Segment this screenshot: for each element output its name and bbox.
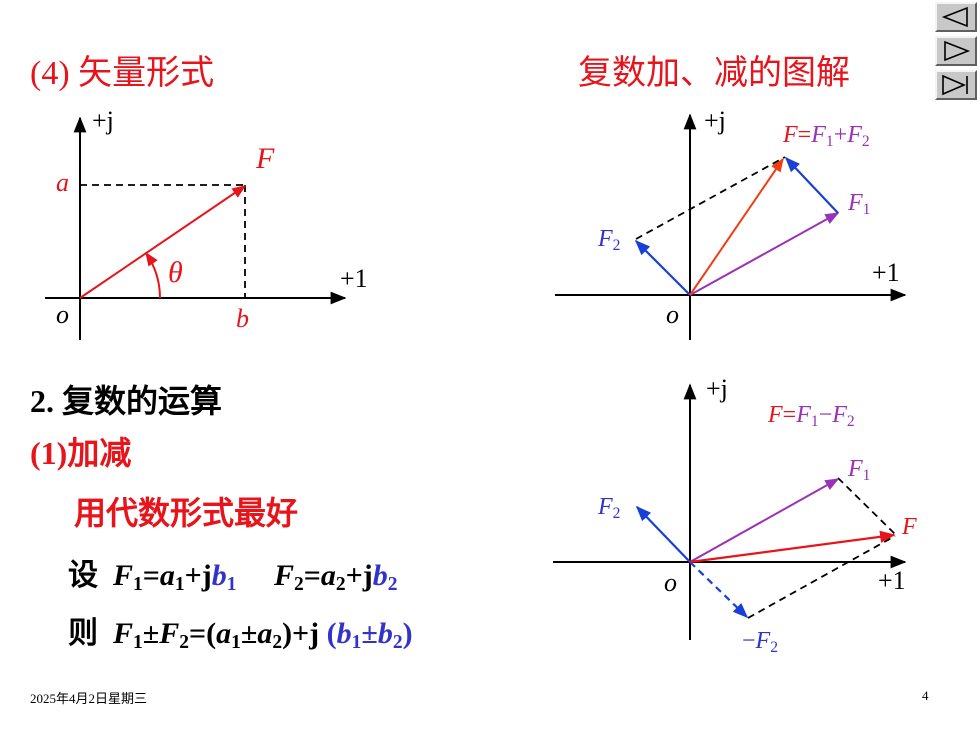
add-sum-F-arrow: [689, 157, 784, 296]
definition-line: 设 F1=a1+jb1 F2=a2+jb2: [68, 559, 398, 595]
sub-real-axis-label: +1: [878, 566, 906, 595]
origin-label: o: [56, 300, 69, 329]
best-form-text: 用代数形式最好: [74, 495, 299, 531]
sub-F1-arrow: [689, 478, 840, 563]
subsection-heading: (1)加减: [30, 435, 132, 471]
imag-axis-label: +j: [92, 106, 114, 135]
result-line: 则 F1±F2=(a1±a2)+j (b1±b2): [68, 617, 413, 653]
add-F1-arrow: [689, 212, 840, 296]
vector-F-arrow: [79, 185, 247, 299]
vector-form-axes: [45, 116, 347, 340]
previous-slide-button[interactable]: [935, 2, 977, 32]
sub-F2-label: F2: [598, 494, 621, 522]
add-F1-label: F1: [848, 190, 871, 218]
vector-form-title: (4) 矢量形式: [30, 55, 215, 92]
add-F2-shifted-arrow: [784, 156, 839, 214]
difference-formula: F=F1−F2: [768, 402, 855, 430]
parallelogram-dashed-top: [635, 156, 786, 240]
addition-subtraction-diagram-title: 复数加、减的图解: [578, 55, 850, 92]
sub-dashed-right: [837, 477, 896, 535]
triangle-right-icon: [944, 40, 971, 62]
addition-axes: [555, 113, 907, 340]
add-real-axis-label: +1: [872, 258, 900, 287]
a-label: a: [56, 168, 69, 197]
theta-label: θ: [168, 256, 183, 289]
section-heading: 2. 复数的运算: [30, 383, 223, 419]
subtraction-axes: [553, 383, 907, 640]
angle-theta-arc: [145, 251, 161, 299]
vector-F-label: F: [256, 142, 275, 175]
neg-F2-label: −F2: [742, 628, 779, 656]
sub-dashed-bottom: [747, 535, 896, 619]
triangle-right-bar-icon: [942, 74, 968, 96]
add-origin-label: o: [666, 300, 679, 329]
add-imag-axis-label: +j: [704, 106, 726, 135]
last-slide-button[interactable]: [935, 70, 977, 100]
footer-date: 2025年4月2日星期三: [30, 691, 148, 706]
sub-result-F-label: F: [902, 514, 917, 540]
sub-result-F-arrow: [689, 530, 896, 564]
page-number: 4: [922, 688, 929, 703]
sub-neg-F2-arrow: [689, 561, 749, 619]
triangle-left-icon: [941, 6, 968, 28]
real-axis-label: +1: [340, 264, 368, 293]
sub-F2-arrow: [635, 505, 691, 563]
sum-formula: F=F1+F2: [783, 122, 870, 150]
next-slide-button[interactable]: [935, 36, 977, 66]
sub-origin-label: o: [664, 568, 677, 597]
add-F2-arrow: [634, 239, 691, 296]
b-label: b: [236, 304, 249, 333]
add-F2-label: F2: [598, 226, 621, 254]
sub-F1-label: F1: [848, 456, 871, 484]
sub-imag-axis-label: +j: [706, 374, 728, 403]
